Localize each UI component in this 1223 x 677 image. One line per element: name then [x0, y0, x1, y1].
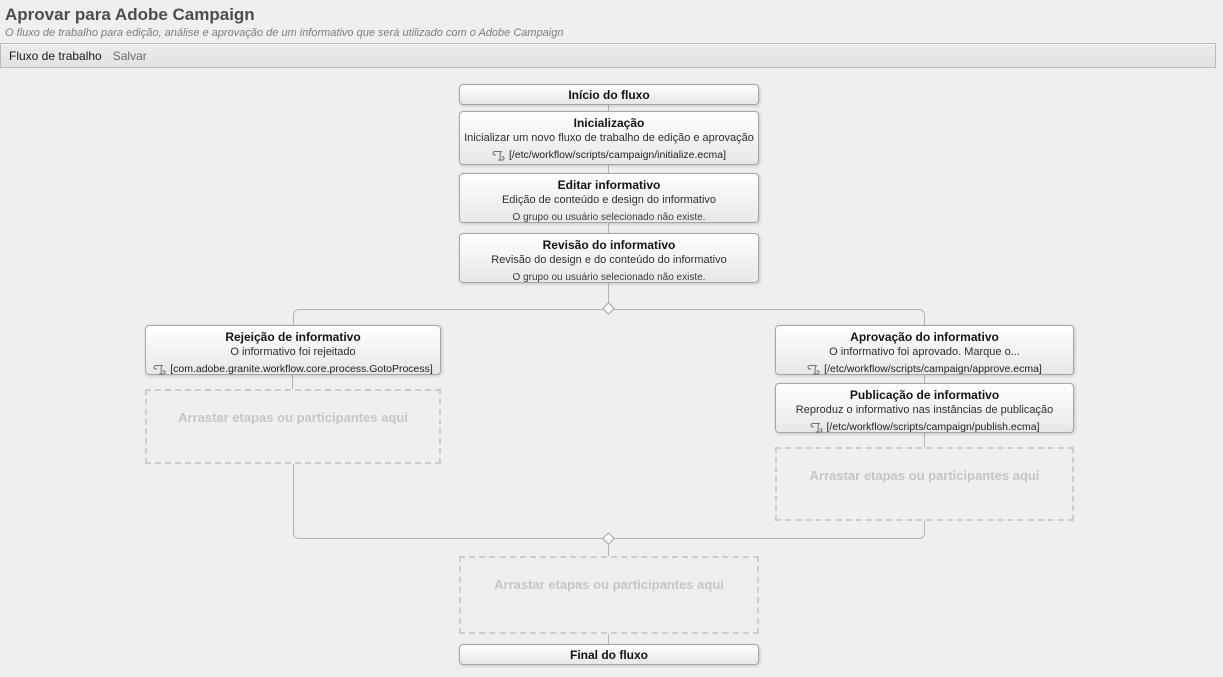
node-status-message: O grupo ou usuário selecionado não exist…	[512, 212, 706, 223]
connector-line	[924, 375, 925, 383]
workflow-node-rejeicao-informativo[interactable]: Rejeição de informativo O informativo fo…	[145, 325, 441, 375]
node-description: Edição de conteúdo e design do informati…	[501, 194, 717, 206]
node-title: Início do fluxo	[568, 87, 650, 102]
connector-corner	[293, 309, 609, 325]
node-script-path: [/etc/workflow/scripts/campaign/initiali…	[508, 149, 727, 161]
node-description: O informativo foi rejeitado	[230, 346, 356, 358]
node-description: O informativo foi aprovado. Marque o...	[829, 346, 1020, 358]
workflow-end-node[interactable]: Final do fluxo	[459, 644, 759, 665]
workflow-node-revisao-informativo[interactable]: Revisão do informativo Revisão do design…	[459, 233, 759, 283]
script-icon	[492, 150, 505, 162]
node-script-path: [/etc/workflow/scripts/campaign/approve.…	[824, 363, 1042, 375]
connector-corner	[609, 309, 925, 325]
drop-zone-label: Arrastar etapas ou participantes aqui	[494, 577, 724, 592]
node-description: Reproduz o informativo nas instâncias de…	[795, 404, 1054, 416]
script-icon	[809, 422, 823, 434]
node-title: Revisão do informativo	[542, 238, 676, 252]
node-script-row: [/etc/workflow/scripts/campaign/publish.…	[776, 421, 1073, 434]
drop-zone-label: Arrastar etapas ou participantes aqui	[809, 468, 1040, 483]
drop-zone-center[interactable]: Arrastar etapas ou participantes aqui	[459, 556, 759, 634]
node-title: Rejeição de informativo	[225, 330, 361, 344]
node-script-row: [/etc/workflow/scripts/campaign/approve.…	[776, 363, 1073, 376]
connector-line	[924, 433, 925, 447]
drop-zone-label: Arrastar etapas ou participantes aqui	[178, 410, 408, 425]
node-status-message: O grupo ou usuário selecionado não exist…	[512, 272, 706, 283]
connector-line	[608, 223, 609, 233]
node-description: Inicializar um novo fluxo de trabalho de…	[464, 132, 754, 144]
node-title: Inicialização	[573, 116, 645, 130]
connector-line	[608, 105, 609, 111]
node-title: Final do fluxo	[570, 647, 648, 662]
connector-corner	[293, 464, 609, 539]
script-icon	[807, 364, 820, 376]
workflow-node-aprovacao-informativo[interactable]: Aprovação do informativo O informativo f…	[775, 325, 1074, 375]
node-title: Editar informativo	[557, 178, 661, 192]
workflow-node-inicializacao[interactable]: Inicialização Inicializar um novo fluxo …	[459, 111, 759, 165]
connector-corner	[609, 521, 925, 539]
connector-line	[608, 634, 609, 644]
node-description: Revisão do design e do conteúdo do infor…	[491, 254, 727, 266]
connector-line	[608, 539, 609, 556]
connector-line	[608, 165, 609, 173]
node-script-row: [com.adobe.granite.workflow.core.process…	[146, 363, 440, 376]
node-script-path: [/etc/workflow/scripts/campaign/publish.…	[826, 421, 1040, 433]
workflow-start-node[interactable]: Início do fluxo	[459, 84, 759, 105]
node-script-row: [/etc/workflow/scripts/campaign/initiali…	[460, 149, 758, 162]
workflow-node-publicacao-informativo[interactable]: Publicação de informativo Reproduz o inf…	[775, 383, 1074, 433]
toolbar: Fluxo de trabalho Salvar	[0, 43, 1216, 68]
node-script-path: [com.adobe.granite.workflow.core.process…	[170, 363, 433, 375]
page-title: Aprovar para Adobe Campaign	[5, 5, 255, 24]
workflow-node-editar-informativo[interactable]: Editar informativo Edição de conteúdo e …	[459, 173, 759, 223]
node-title: Aprovação do informativo	[850, 330, 999, 344]
save-button[interactable]: Salvar	[112, 48, 147, 63]
script-icon	[153, 364, 166, 376]
connector-line	[292, 375, 293, 389]
drop-zone-left[interactable]: Arrastar etapas ou participantes aqui	[145, 389, 441, 464]
toolbar-workflow-label[interactable]: Fluxo de trabalho	[9, 48, 102, 63]
connector-line	[608, 283, 609, 305]
page-subtitle: O fluxo de trabalho para edição, análise…	[5, 27, 564, 39]
drop-zone-right[interactable]: Arrastar etapas ou participantes aqui	[775, 447, 1074, 521]
node-title: Publicação de informativo	[849, 388, 1000, 402]
